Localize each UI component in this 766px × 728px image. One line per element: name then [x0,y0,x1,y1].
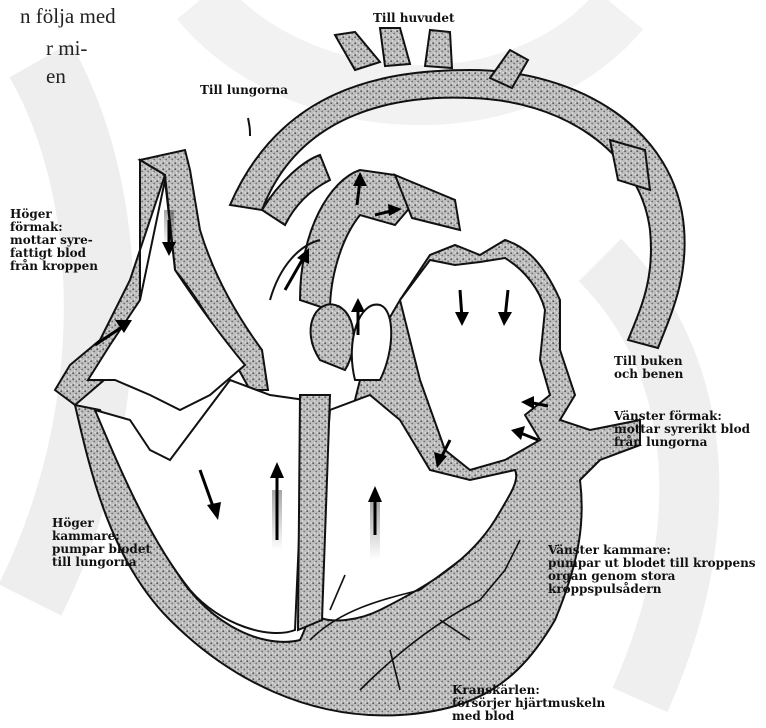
label-line: med blod [452,710,605,723]
label-line: till lungorna [52,556,151,569]
label-left-atrium: Vänster förmak: mottar syrerikt blod frå… [614,410,750,449]
label-coronary: Kranskärlen: försörjer hjärtmuskeln med … [452,684,605,723]
cutoff-page-text: n följa med r mi- en [20,0,116,92]
label-to-lungs: Till lungorna [200,84,288,97]
arrow-rv-up [270,462,284,550]
label-line: Till huvudet [373,12,455,25]
label-line: från lungorna [614,436,750,449]
cutoff-line-3: en [20,60,116,92]
cutoff-line-1: n följa med [20,0,116,32]
label-line: kroppspulsådern [548,583,756,596]
label-right-atrium: Höger förmak: mottar syre- fattigt blod … [10,208,98,273]
label-right-ventricle: Höger kammare: pumpar blodet till lungor… [52,517,151,569]
label-left-ventricle: Vänster kammare: pumpar ut blodet till k… [548,544,756,596]
label-abdomen-legs: Till buken och benen [614,355,683,381]
label-line: och benen [614,368,683,381]
label-line: från kroppen [10,260,98,273]
label-line: Till lungorna [200,84,288,97]
label-to-head: Till huvudet [373,12,455,25]
